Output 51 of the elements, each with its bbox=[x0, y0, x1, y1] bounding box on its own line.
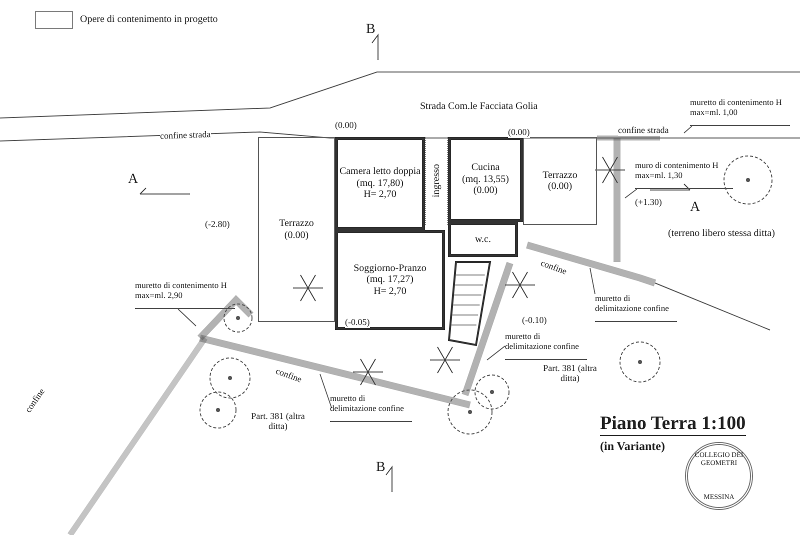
leader-line bbox=[178, 308, 196, 326]
floor-level: (0.00) bbox=[284, 230, 309, 241]
callout-text: muretto di delimitazione confine bbox=[505, 332, 587, 360]
plan-caption: (in Variante) bbox=[600, 440, 666, 454]
plan-annotation: confine strada bbox=[160, 130, 211, 142]
legend-text: Opere di contenimento in progetto bbox=[80, 14, 218, 25]
plan-annotation: confine bbox=[539, 258, 568, 278]
room-outline bbox=[335, 137, 425, 230]
plan-annotation: (-0.05) bbox=[345, 318, 370, 328]
callout-text: muretto di contenimento H max=ml. 2,90 bbox=[135, 281, 235, 309]
room-outline bbox=[448, 222, 518, 257]
leader-line bbox=[684, 126, 692, 134]
leader-line bbox=[486, 346, 506, 360]
area-name: Terrazzo bbox=[542, 170, 578, 181]
plan-title: Piano Terra 1:100 bbox=[600, 414, 746, 436]
room-height: H= 2,70 bbox=[364, 189, 396, 201]
plan-annotation: (-2.80) bbox=[205, 220, 230, 230]
room-outline bbox=[335, 230, 445, 330]
plan-annotation: (0.00) bbox=[335, 121, 357, 131]
plan-annotation: confine strada bbox=[618, 126, 669, 136]
room-name: Cucina bbox=[471, 162, 500, 174]
room-name: w.c. bbox=[474, 234, 491, 246]
plan-annotation: Strada Com.le Facciata Golia bbox=[420, 101, 538, 112]
floor-level: (0.00) bbox=[548, 181, 572, 192]
plan-annotation: confine bbox=[274, 366, 303, 386]
entrance-area bbox=[425, 137, 448, 225]
floor-level: (0.00) bbox=[473, 185, 498, 197]
plan-annotation: Part. 381 (altra ditta) bbox=[248, 412, 308, 432]
area-name: ingresso bbox=[430, 164, 442, 198]
terrace-outline bbox=[258, 137, 335, 322]
leader-line bbox=[320, 374, 332, 408]
terrace-outline bbox=[523, 137, 597, 225]
leader-line bbox=[590, 268, 596, 294]
room-area: (mq. 13,55) bbox=[462, 174, 509, 186]
area-name: Terrazzo bbox=[279, 218, 314, 230]
callout-text: muretto di delimitazione confine bbox=[595, 294, 677, 322]
room-outline bbox=[448, 137, 523, 222]
room-name: Camera letto doppia bbox=[339, 166, 421, 178]
room-area: (mq. 17,80) bbox=[356, 178, 404, 190]
plan-annotation: (terreno libero stessa ditta) bbox=[668, 228, 775, 239]
callout-text: muro di contenimento H max=ml. 1,30 bbox=[635, 161, 733, 189]
callout-text: muretto di delimitazione confine bbox=[330, 394, 412, 422]
room-name: Soggiorno-Pranzo bbox=[354, 262, 426, 274]
room-area: (mq. 17,27) bbox=[366, 274, 414, 286]
callout-text: muretto di contenimento H max=ml. 1,00 bbox=[690, 98, 790, 126]
official-stamp bbox=[685, 442, 753, 510]
plan-annotation: (+1.30) bbox=[635, 198, 662, 208]
plan-annotation: Part. 381 (altra ditta) bbox=[540, 364, 600, 384]
plan-annotation: (0.00) bbox=[508, 128, 530, 138]
room-height: H= 2,70 bbox=[374, 286, 406, 298]
leader-line bbox=[624, 188, 638, 198]
